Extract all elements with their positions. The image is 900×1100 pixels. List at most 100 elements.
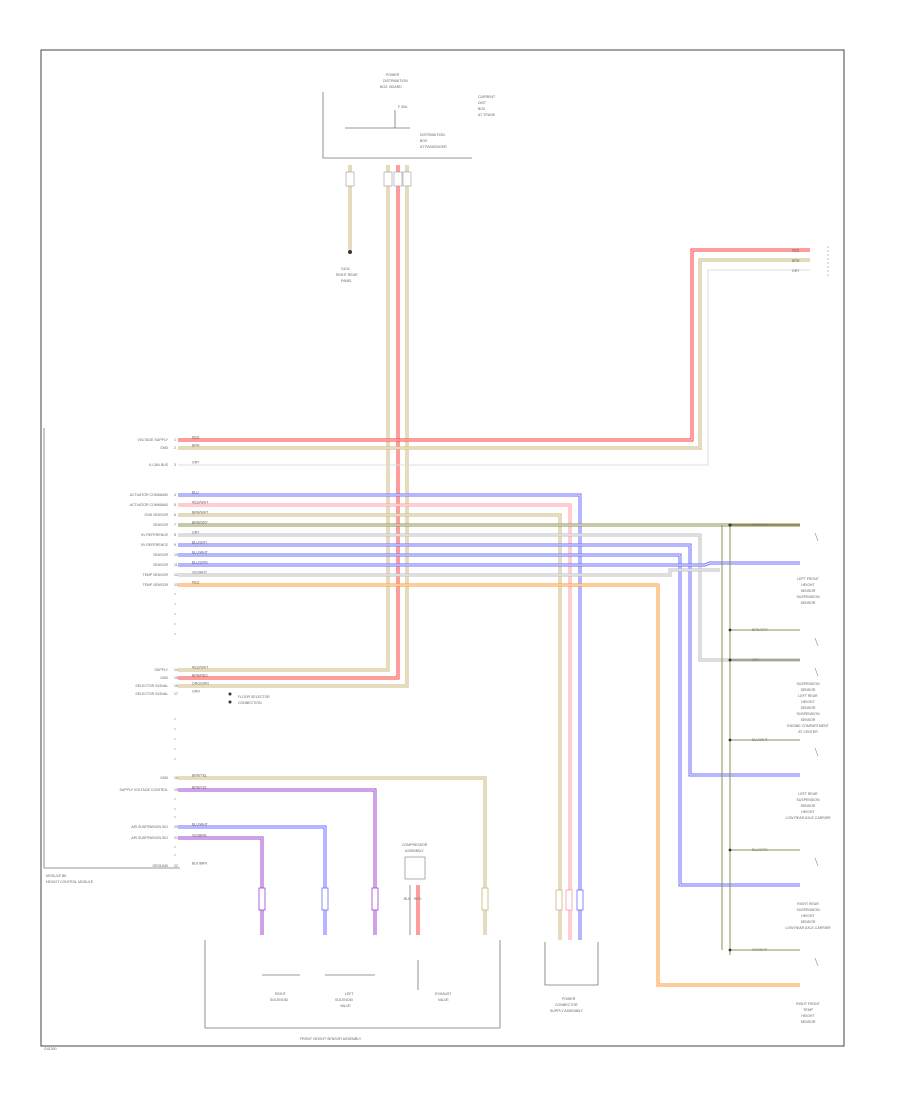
fuse-side-label-2: DIST bbox=[478, 101, 487, 105]
pc-tag-2 bbox=[565, 889, 573, 911]
pin-number: 22 bbox=[174, 864, 178, 868]
rt-wire-label-1: RED bbox=[792, 249, 800, 253]
pin-label: SUPPLY bbox=[154, 668, 168, 672]
pin-wire-color: BLU/WHT bbox=[192, 823, 209, 827]
left-module-border bbox=[43, 428, 180, 869]
sig-wire-viowht-core bbox=[178, 569, 720, 576]
signal-wires bbox=[178, 493, 800, 987]
pin-dot bbox=[174, 854, 176, 856]
pin-label: SELECTOR SIGNAL bbox=[135, 692, 168, 696]
ground-label-3: PANEL bbox=[341, 279, 352, 283]
sig-wire-bluegray-core bbox=[178, 544, 800, 776]
dist-label-1: DISTRIBUTION bbox=[420, 133, 445, 137]
bot-wire-tan-outer bbox=[178, 776, 487, 935]
valve-tag-left bbox=[258, 887, 266, 911]
pin-number: 3 bbox=[174, 463, 176, 467]
feed-wire-red-core bbox=[178, 165, 399, 679]
pin-wire-color: BRN bbox=[192, 444, 200, 448]
pin-label: AIR SUSPENSION SIG bbox=[131, 836, 168, 840]
sensor-label-line: LEFT REAR bbox=[798, 694, 818, 698]
rt-wire-label-3: GRY bbox=[792, 269, 800, 273]
pin-wire-color: BLU/WHT bbox=[192, 551, 209, 555]
pin-wire-color: RED/WHT bbox=[192, 666, 209, 670]
sensor-label-line: SENSOR bbox=[801, 688, 816, 692]
sensor-label-line: AT CENTER bbox=[798, 730, 818, 734]
sensor-junction-dot bbox=[728, 738, 732, 742]
valve-tag-right bbox=[371, 887, 379, 911]
rt-wire-red-outer bbox=[178, 248, 810, 442]
sensor-label-line: TEMP bbox=[803, 1008, 813, 1012]
sensor-symbol bbox=[814, 637, 819, 647]
feed-wire-tan-outer bbox=[178, 165, 390, 672]
rt-wire-gray bbox=[178, 269, 810, 466]
compressor-label-1: COMPRESSOR bbox=[402, 843, 428, 847]
top-module-box bbox=[322, 92, 472, 159]
power-box-label-3: SUPPLY ASSEMBLY bbox=[550, 1009, 584, 1013]
pin-dot bbox=[174, 593, 176, 595]
sig-wire-tan2-outer bbox=[178, 513, 562, 940]
pin-dot bbox=[174, 633, 176, 635]
sig-wire-bluewht-outer bbox=[178, 553, 800, 887]
selector-label-2: CONNECTION bbox=[238, 701, 262, 705]
pin-wire-color: BRN/GRY bbox=[192, 521, 209, 525]
fuse-rating: F 30A bbox=[398, 105, 408, 109]
pin-wire-color: RED bbox=[192, 436, 200, 440]
sensor-label-line: SUSPENSION bbox=[797, 908, 820, 912]
sensor-label-line: SENSOR bbox=[801, 804, 816, 808]
pin-wire-color: RED bbox=[192, 581, 200, 585]
rt-wire-tan-outer bbox=[178, 258, 810, 450]
pin-label: SENSOR bbox=[153, 563, 168, 567]
pin-label: TEMP SENSOR bbox=[143, 583, 169, 587]
pin-label: K-CAN BUS bbox=[149, 463, 169, 467]
sig-wire-bluegrn-core bbox=[178, 562, 800, 566]
power-box-frame bbox=[544, 942, 599, 986]
pin-dot bbox=[174, 798, 176, 800]
bot-wire-purple-outer bbox=[178, 788, 377, 935]
sensor-junction-dot bbox=[728, 658, 732, 662]
sensor-symbol bbox=[814, 957, 819, 967]
pin-dot bbox=[174, 613, 176, 615]
pin-wire-color: GRY bbox=[192, 461, 200, 465]
pin-dot bbox=[174, 603, 176, 605]
top-feed-wires bbox=[178, 165, 412, 688]
sensor-label-line: SUSPENSION bbox=[797, 682, 820, 686]
pin-dot bbox=[174, 748, 176, 750]
pin-number: 8 bbox=[174, 533, 176, 537]
feed-tag-3 bbox=[402, 171, 412, 187]
compressor-wire-label-2: RED bbox=[414, 897, 422, 901]
diagram-frame bbox=[40, 49, 845, 1047]
pin-dot bbox=[174, 846, 176, 848]
sensor-label-line: SENSOR bbox=[801, 718, 816, 722]
sensor-label-line: HEIGHT bbox=[801, 810, 815, 814]
fuse-side-label-1: CURRENT bbox=[478, 95, 496, 99]
valve-right-label-1: RIGHT bbox=[275, 992, 287, 996]
fuse-side-label-4: AT TRUNK bbox=[478, 113, 496, 117]
sensor-label-line: SUSPENSION bbox=[797, 595, 820, 599]
bot-wire-blue-outer bbox=[178, 825, 327, 935]
valve-mid-label-1: EXHAUST bbox=[435, 992, 452, 996]
top-module-label-3: BOX, BOARD bbox=[380, 85, 402, 89]
valve-mid-label-2: VALVE bbox=[438, 998, 449, 1002]
feed-wire-tan-core bbox=[178, 165, 389, 671]
bot-wire-tan-core bbox=[178, 777, 486, 935]
rt-wire-red-core bbox=[178, 249, 810, 441]
ground-g104: G104 RIGHT REAR PANEL bbox=[336, 165, 358, 283]
sensor-label-line: HEIGHT bbox=[801, 700, 815, 704]
pin-label: SELECTOR SIGNAL bbox=[135, 684, 168, 688]
pin-number: 19 bbox=[174, 788, 178, 792]
sensor-label-line: SENSOR bbox=[801, 601, 816, 605]
sensor-symbol bbox=[814, 857, 819, 867]
top-module-label-1: POWER bbox=[386, 73, 400, 77]
pin-label: VOLTAGE SUPPLY bbox=[137, 438, 168, 442]
pin-wire-color: BRN/RED bbox=[192, 674, 208, 678]
rt-wire-label-2: BRN bbox=[792, 259, 800, 263]
compressor-symbol bbox=[404, 856, 426, 880]
feed-wire-olive-outer bbox=[178, 165, 409, 688]
bottom-assembly-frame bbox=[204, 940, 501, 1029]
pin-label: GND bbox=[160, 776, 168, 780]
feed-tag-2 bbox=[393, 171, 403, 187]
left-module-title-2: HEIGHT CONTROL MODULE bbox=[46, 880, 94, 884]
compressor: COMPRESSOR ASSEMBLY BLK RED bbox=[402, 843, 428, 901]
sensor-junction-dot bbox=[728, 948, 732, 952]
